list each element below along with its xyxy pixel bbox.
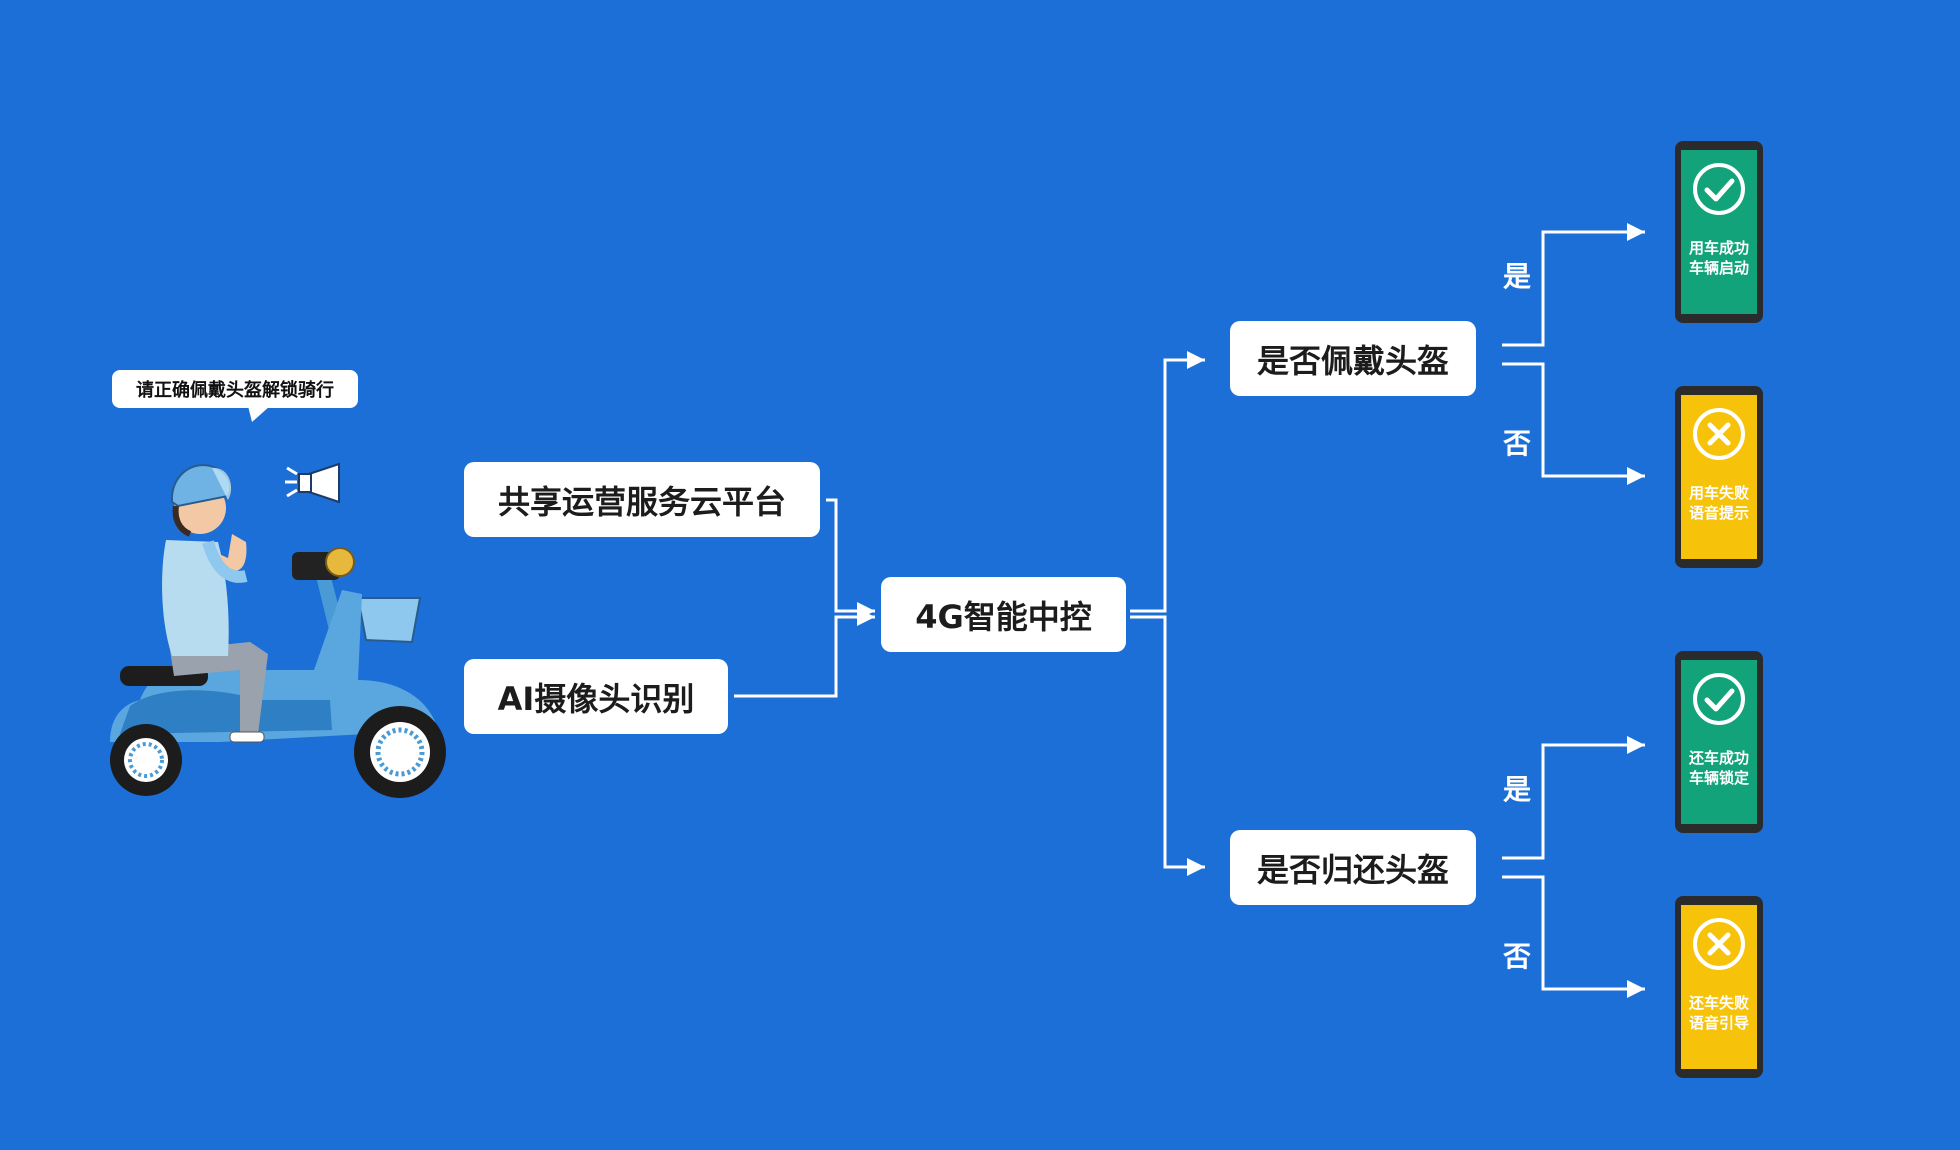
result-line1: 用车成功 [1688, 239, 1749, 257]
megaphone-icon [285, 462, 340, 504]
x-circle-icon [1693, 918, 1745, 970]
connector-return-yes [1502, 736, 1645, 860]
node-cloud-platform-label: 共享运营服务云平台 [497, 482, 786, 521]
result-screen: 还车成功 车辆锁定 [1681, 660, 1757, 824]
node-4g-controller: 4G智能中控 [881, 577, 1126, 652]
speech-bubble-text: 请正确佩戴头盔解锁骑行 [136, 380, 334, 401]
branch-return-no: 否 [1503, 940, 1532, 973]
node-return-helmet-check: 是否归还头盔 [1230, 830, 1476, 905]
node-ai-camera-label: AI摄像头识别 [497, 679, 695, 718]
result-line2: 语音引导 [1688, 1014, 1749, 1032]
result-phone-ride-fail: 用车失败 语音提示 [1675, 386, 1763, 568]
connector-wear-no [1502, 362, 1645, 485]
result-screen: 还车失败 语音引导 [1681, 905, 1757, 1069]
connector-controller-wear [1130, 351, 1205, 613]
result-line1: 还车失败 [1688, 994, 1749, 1012]
connector-wear-yes [1502, 223, 1645, 347]
branch-return-yes: 是 [1503, 773, 1532, 806]
speech-bubble: 请正确佩戴头盔解锁骑行 [112, 370, 358, 408]
result-screen: 用车失败 语音提示 [1681, 395, 1757, 559]
node-4g-controller-label: 4G智能中控 [915, 597, 1092, 636]
x-circle-icon [1693, 408, 1745, 460]
check-circle-icon [1693, 673, 1745, 725]
branch-wear-yes: 是 [1503, 260, 1532, 293]
result-line1: 用车失败 [1688, 484, 1749, 502]
result-phone-return-success: 还车成功 车辆锁定 [1675, 651, 1763, 833]
node-ai-camera: AI摄像头识别 [464, 659, 728, 734]
result-line2: 语音提示 [1688, 504, 1749, 522]
rear-wheel [110, 724, 182, 796]
result-line2: 车辆锁定 [1688, 769, 1749, 787]
scooter-rider-illustration [110, 462, 446, 798]
result-screen: 用车成功 车辆启动 [1681, 150, 1757, 314]
node-return-helmet-check-label: 是否归还头盔 [1256, 850, 1449, 889]
front-wheel [354, 706, 446, 798]
result-line1: 还车成功 [1688, 749, 1749, 767]
result-line2: 车辆启动 [1688, 259, 1749, 277]
connector-return-no [1502, 875, 1645, 998]
connector-camera-controller [734, 608, 875, 698]
node-cloud-platform: 共享运营服务云平台 [464, 462, 820, 537]
result-phone-return-fail: 还车失败 语音引导 [1675, 896, 1763, 1078]
node-wear-helmet-check: 是否佩戴头盔 [1230, 321, 1476, 396]
check-circle-icon [1693, 163, 1745, 215]
connector-controller-return [1130, 615, 1205, 876]
branch-wear-no: 否 [1503, 427, 1532, 460]
node-wear-helmet-check-label: 是否佩戴头盔 [1256, 341, 1449, 380]
result-phone-ride-success: 用车成功 车辆启动 [1675, 141, 1763, 323]
connector-cloud-controller [826, 498, 875, 620]
speech-bubble-tail [248, 406, 270, 422]
